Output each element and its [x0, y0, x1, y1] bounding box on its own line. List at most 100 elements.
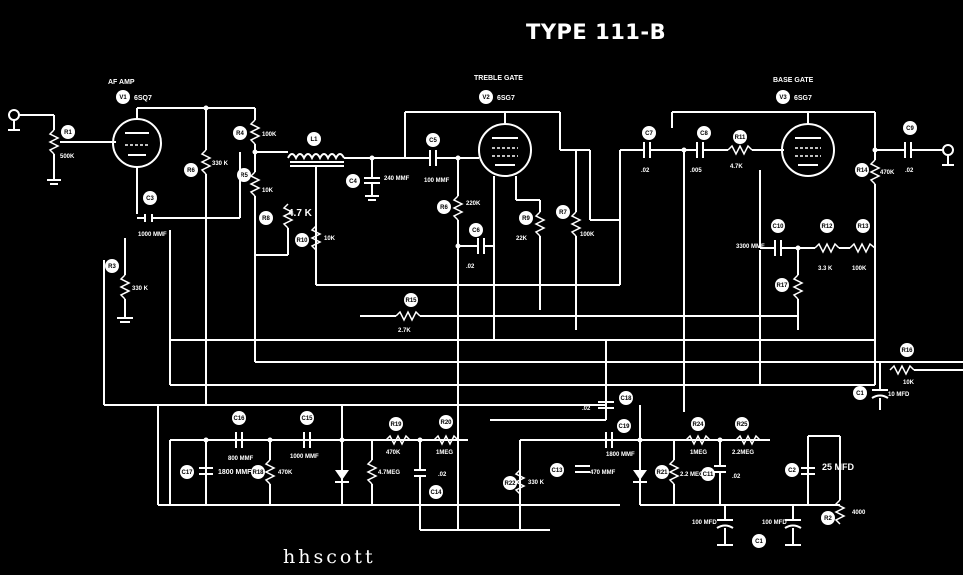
stage-label-base-gate: BASE GATE [773, 77, 814, 84]
value-c8: .005 [690, 168, 702, 174]
ref-c13: C13 [551, 468, 563, 474]
ref-c19: C19 [618, 424, 630, 430]
value-c10: 3300 MMF [736, 244, 765, 250]
ref-r18: R18 [252, 470, 264, 476]
value-r15: 2.7K [398, 328, 411, 334]
value-r2: 4000 [852, 510, 866, 516]
ref-c5: C5 [429, 138, 437, 144]
watermark-signature: hhscott [283, 546, 376, 568]
ref-r3: R3 [108, 264, 116, 270]
ref-r22: R22 [504, 481, 516, 487]
tube-v3: V3 BASE GATE 6SG7 [671, 77, 876, 177]
ref-r2: R2 [824, 516, 832, 522]
value-c6: .02 [466, 264, 475, 270]
ref-c8: C8 [700, 131, 708, 137]
value-r24: 1MEG [690, 450, 707, 456]
value-c1b: 100 MFD [762, 520, 787, 526]
stage-label-af-amp: AF AMP [108, 79, 135, 86]
junction-dots [203, 105, 878, 443]
value-r13: 100K [852, 266, 867, 272]
ref-c11: C11 [703, 472, 714, 478]
value-c2: 25 MFD [822, 462, 855, 472]
supply-filter: R16 10K C1 10 MFD [853, 343, 963, 410]
ref-r17: R17 [776, 283, 788, 289]
value-r18: 470K [278, 470, 293, 476]
ref-r8: R8 [262, 216, 270, 222]
ref-l1: L1 [310, 137, 318, 143]
ref-r9: R9 [522, 216, 530, 222]
stage-label-treble-gate: TREBLE GATE [474, 75, 523, 82]
ref-r6: R6 [187, 168, 195, 174]
value-c4: 240 MMF [384, 176, 410, 182]
v3-input-network: C7 .02 C8 .005 R11 4.7K [620, 126, 784, 412]
value-c9: .02 [905, 168, 914, 174]
ref-r12: R12 [821, 224, 833, 230]
value-r11: 4.7K [730, 164, 743, 170]
ref-v1: V1 [119, 95, 127, 101]
ref-r19: R19 [390, 422, 402, 428]
ref-c2: C2 [788, 468, 796, 474]
ref-r6b: R6 [440, 205, 448, 211]
ref-c16: C16 [233, 416, 245, 422]
ref-c1c: C1 [755, 539, 763, 545]
value-c11: .02 [732, 474, 741, 480]
ref-c4: C4 [349, 179, 357, 185]
value-c18: .02 [582, 406, 591, 412]
tube-type-v2: 6SG7 [497, 95, 515, 102]
value-c7: .02 [641, 168, 650, 174]
ref-c3: C3 [146, 196, 154, 202]
ref-c15: C15 [301, 416, 313, 422]
ref-c14: C14 [430, 490, 442, 496]
ref-r1: R1 [64, 130, 72, 136]
bus-lines [103, 230, 963, 506]
capacitor-c3: C3 1000 MMF [136, 152, 241, 238]
tube-v2: V2 TREBLE GATE 6SG7 [404, 75, 561, 177]
ref-r13: R13 [857, 224, 869, 230]
ref-r10: R10 [296, 238, 308, 244]
ref-r11: R11 [735, 135, 746, 141]
value-r21: 2.2 MEG [680, 472, 704, 478]
ref-c1: C1 [856, 391, 864, 397]
value-c16: 800 MMF [228, 456, 254, 462]
value-r5: 10K [262, 188, 274, 194]
ref-bubble-v1 [116, 90, 130, 104]
ref-c9: C9 [906, 126, 914, 132]
value-c19: 1800 MMF [606, 452, 635, 458]
ref-r21: R21 [656, 470, 668, 476]
ref-r5: R5 [240, 173, 248, 179]
capacitor-c4: C4 240 MMF [346, 158, 410, 201]
value-c5: 100 MMF [424, 178, 450, 184]
tube-type-v3: 6SG7 [794, 95, 812, 102]
v2-plate-network: R9 22K R7 100K [515, 149, 621, 330]
value-r6: 330 K [212, 161, 229, 167]
resistor-r3: R3 330 K [105, 238, 149, 323]
value-c15: 1000 MMF [290, 454, 319, 460]
ref-r25: R25 [736, 422, 748, 428]
value-r1: 500K [60, 154, 75, 160]
value-r10: 10K [324, 236, 336, 242]
v3-bass-network: C10 3300 MMF R12 3.3 K R13 100K R17 [736, 170, 876, 330]
ref-c6: C6 [472, 228, 480, 234]
resistor-r15: R15 2.7K [360, 293, 798, 334]
value-c13: 470 MMF [590, 470, 616, 476]
ref-r20: R20 [440, 420, 452, 426]
ref-c17: C17 [181, 470, 193, 476]
value-c3: 1000 MMF [138, 232, 167, 238]
input-section: R1 500K [8, 109, 116, 185]
value-r19: 470K [386, 450, 401, 456]
value-r4: 100K [262, 132, 277, 138]
bottom-filter-caps: 100 MFD 100 MFD C1 [692, 505, 802, 548]
input-jack-icon [8, 109, 20, 121]
value-r23: 4.7MEG [378, 470, 400, 476]
value-r25: 2.2MEG [732, 450, 754, 456]
ref-c10: C10 [772, 224, 784, 230]
ref-c7: C7 [645, 131, 653, 137]
value-r3: 330 K [132, 286, 149, 292]
value-r14: 470K [880, 170, 895, 176]
output-jack-icon [942, 144, 954, 156]
value-c1: 10 MFD [888, 392, 910, 398]
value-r9: 22K [516, 236, 528, 242]
schematic-title: TYPE 111-B [526, 20, 667, 44]
ref-r4: R4 [236, 131, 244, 137]
